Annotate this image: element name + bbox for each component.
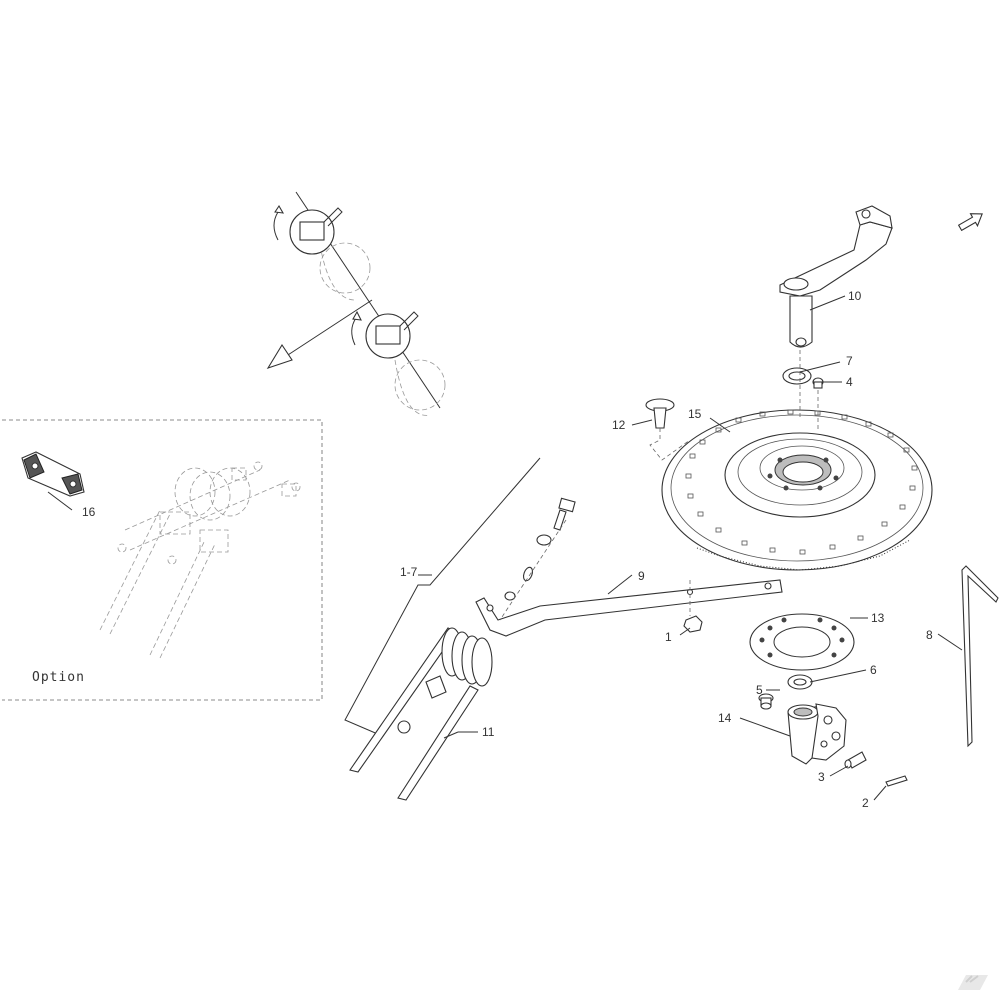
nut-1 [683, 580, 703, 633]
rotation-schematic [266, 191, 446, 416]
callout-13: 13 [871, 611, 885, 625]
callout-leaders [443, 295, 963, 801]
callout-7: 7 [846, 354, 853, 368]
bracket-16-part [21, 451, 85, 497]
bolt-stack [499, 497, 576, 621]
option-label: Option [32, 670, 85, 685]
callout-16: 16 [82, 505, 96, 519]
callout-2: 2 [862, 796, 869, 810]
callout-14: 14 [718, 711, 732, 725]
pin-2 [885, 775, 908, 787]
bearing-plate-13 [749, 613, 855, 671]
housing-14 [787, 703, 847, 765]
callout-range-1-7: 1-7 [400, 565, 418, 579]
crank-arm-10 [779, 205, 893, 348]
callout-5: 5 [756, 683, 763, 697]
bolt-5 [758, 693, 774, 710]
callout-1: 1 [665, 630, 672, 644]
washer-6 [787, 674, 813, 690]
rotor-disc-15 [661, 409, 933, 571]
pin-3 [844, 751, 867, 769]
pin-12 [645, 398, 691, 461]
deflector-8 [961, 565, 999, 748]
callout-3: 3 [818, 770, 825, 784]
brand-logo-icon [958, 975, 988, 990]
callout-12: 12 [612, 418, 626, 432]
callout-15: 15 [688, 407, 702, 421]
option-box: Option [2, 419, 323, 701]
washer-7 [782, 367, 812, 385]
nut-4 [812, 377, 824, 389]
group-boundary-line [344, 457, 541, 736]
direction-arrow-icon [957, 213, 983, 232]
callout-8: 8 [926, 628, 933, 642]
callout-10: 10 [848, 289, 862, 303]
tine-arm-9 [475, 579, 783, 637]
callout-9: 9 [638, 569, 645, 583]
callout-11: 11 [482, 725, 495, 739]
callout-4: 4 [846, 375, 853, 389]
option-tine-ghost [99, 461, 301, 659]
spring-tine-11 [349, 627, 493, 801]
callout-6: 6 [870, 663, 877, 677]
